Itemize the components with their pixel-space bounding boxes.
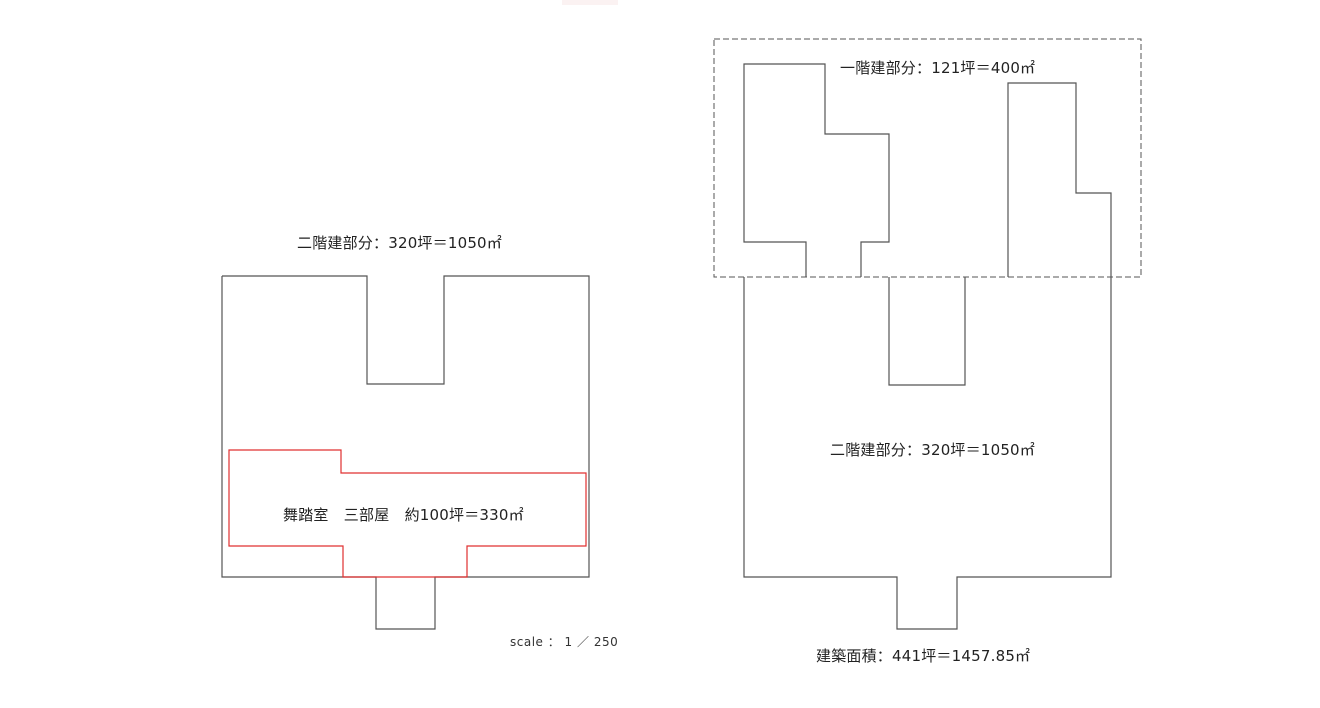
one-story-left-wing [743,63,890,277]
one-story-dashed-boundary [713,38,1142,278]
one-story-label: 一階建部分：121坪＝400㎡ [840,59,1036,77]
scale-label: scale ： 1 ／ 250 [510,635,619,649]
building-area-total-label: 建築面積：441坪＝1457.85㎡ [816,647,1031,665]
ballroom-label: 舞踏室 三部屋 約100坪＝330㎡ [283,506,524,524]
top-edge-mark [562,0,618,5]
left-plan-outline [221,275,590,630]
left-two-story-label: 二階建部分：320坪＝1050㎡ [297,234,503,252]
right-two-story-label: 二階建部分：320坪＝1050㎡ [830,441,1036,459]
one-story-right-wing [1007,82,1112,277]
right-plan-two-story-outline [743,277,1112,630]
ballroom-outline [228,449,587,578]
